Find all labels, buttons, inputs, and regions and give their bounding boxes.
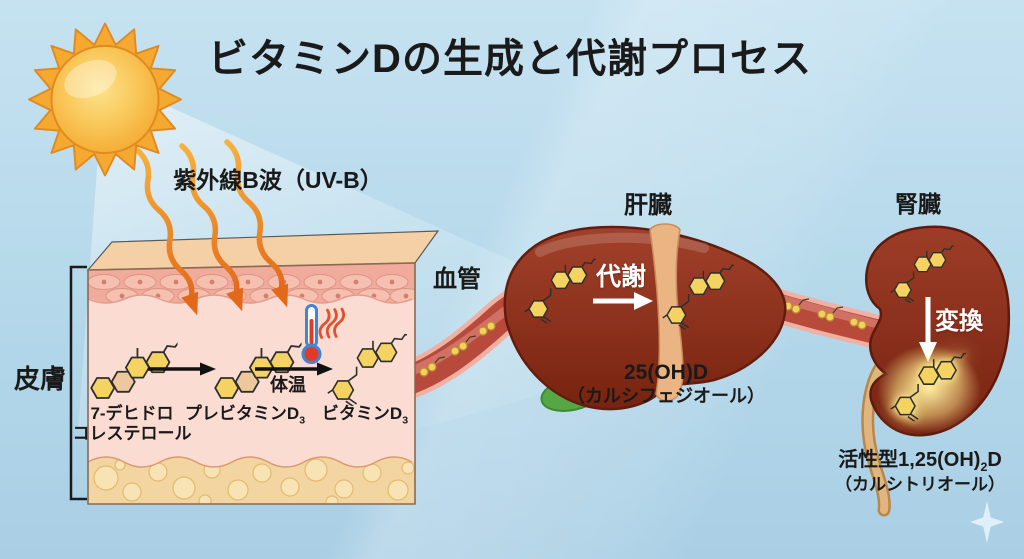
molecule-kidney-top-illustration — [890, 245, 954, 303]
fat-border — [87, 456, 413, 468]
molecule-calcitriol-illustration — [890, 352, 966, 422]
thermometer-icon — [301, 304, 346, 364]
reaction-arrow-1-icon — [148, 362, 216, 376]
liver-product-label: 25(OH)D （カルシフェジオール） — [567, 361, 765, 407]
conversion-label: 変換 — [935, 308, 983, 335]
previtamin-d3-sub: 3 — [299, 414, 306, 427]
molecule-vitamin-d3-label: ビタミンD3 — [322, 404, 408, 427]
molecule-previtamin-d3-label: プレビタミンD3 — [185, 404, 305, 427]
kidney-product-label: 活性型1,25(OH)2D （カルシトリオール） — [835, 449, 1005, 495]
kidney-product-alias: （カルシトリオール） — [835, 474, 1005, 494]
skin-label: 皮膚 — [13, 364, 67, 394]
previtamin-d3-base: プレビタミンD — [184, 404, 300, 423]
kidney-product-name: 活性型1,25(OH)2D — [835, 449, 1005, 475]
liver-product-alias: （カルシフェジオール） — [567, 385, 765, 406]
vitamin-d3-sub: 3 — [402, 414, 409, 427]
kidney-product-sub: 2 — [980, 460, 988, 474]
sun-icon — [28, 22, 182, 177]
heat-waves-icon — [318, 307, 346, 339]
metabolism-label: 代謝 — [595, 263, 647, 291]
molecule-7dhc-label-line1: 7-デヒドロ — [90, 404, 174, 423]
molecule-7dhc-label: 7-デヒドロ コレステロール — [73, 404, 192, 444]
vitamin-d3-base: ビタミンD — [321, 404, 403, 423]
page-title: ビタミンDの生成と代謝プロセス — [208, 37, 812, 81]
body-temp-label: 体温 — [270, 375, 306, 395]
liver-label: 肝臓 — [624, 192, 672, 219]
kidney-label: 腎臓 — [895, 191, 941, 217]
uvb-label: 紫外線B波（UV-B） — [173, 167, 383, 193]
vessel-label: 血管 — [433, 266, 481, 293]
kidney-product-suffix: D — [987, 449, 1002, 471]
kidney-product-prefix: 活性型1,25(OH) — [838, 449, 981, 471]
molecule-7dhc-label-line2: コレステロール — [72, 424, 192, 444]
conversion-arrow-icon — [919, 297, 937, 362]
molecule-liver-right-illustration — [662, 264, 734, 330]
liver-product-name: 25(OH)D — [623, 361, 708, 384]
molecule-liver-left-illustration — [524, 258, 596, 324]
